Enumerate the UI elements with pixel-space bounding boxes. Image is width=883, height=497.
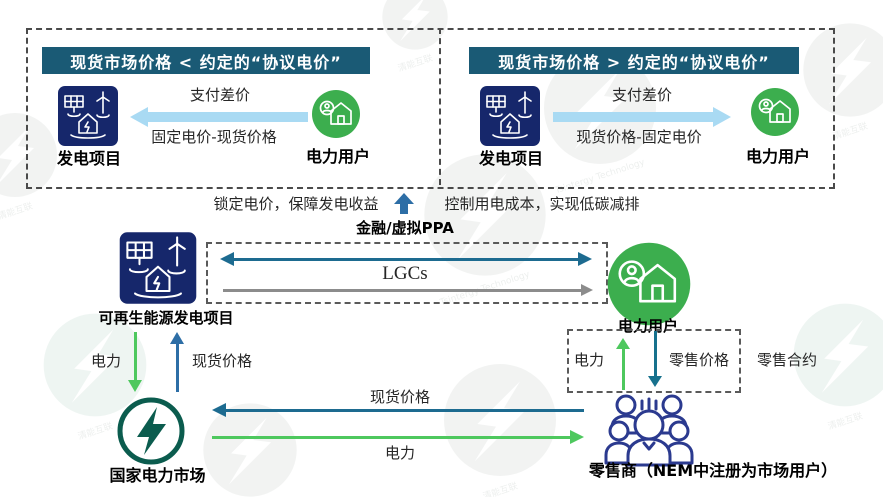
power-right-arrow	[212, 430, 584, 444]
lgcs-label: LGCs	[382, 263, 428, 284]
power-user-icon	[751, 88, 799, 136]
generator-label: 发电项目	[56, 149, 121, 168]
power-bottom-label: 电力	[384, 444, 415, 462]
spot-price-up-arrow	[170, 332, 184, 392]
retail-power-label: 电力	[573, 351, 604, 369]
spot-price-label: 现货价格	[191, 352, 252, 370]
retail-price-label: 零售价格	[668, 351, 729, 369]
scenario-right-header: 现货市场价格 > 约定的“协议电价”	[469, 47, 799, 74]
benefit-generator-label: 锁定电价，保障发电收益	[213, 195, 379, 213]
watermark-text: 清能互联	[481, 481, 520, 497]
user-label: 电力用户	[305, 147, 370, 166]
watermark-logo-icon	[444, 364, 556, 476]
power-label: 电力	[90, 352, 121, 370]
ppa-contract-box	[206, 242, 608, 304]
market-label: 国家电力市场	[109, 466, 206, 485]
pay-diff-label: 支付差价	[611, 86, 672, 104]
retailer-group-icon	[604, 394, 694, 467]
generation-project-icon	[58, 86, 118, 146]
benefit-user-label: 控制用电成本，实现低碳减排	[444, 195, 640, 213]
pay-diff-arrow-right	[553, 107, 731, 127]
electricity-market-icon	[117, 397, 185, 465]
ppa-double-arrow	[220, 252, 592, 266]
generation-project-icon	[480, 86, 540, 146]
power-down-arrow	[128, 332, 142, 392]
renewable-project-label: 可再生能源发电项目	[98, 309, 234, 327]
watermark-text: 清能互联	[826, 411, 865, 433]
renewable-project-icon	[119, 232, 197, 304]
spot-price-bottom-label: 现货价格	[369, 388, 430, 406]
retailer-label: 零售商（NEM中注册为市场用户）	[588, 461, 838, 480]
pay-diff-label: 支付差价	[189, 86, 250, 104]
scenario-box	[26, 28, 835, 189]
watermark-text: 清能互联	[0, 201, 35, 223]
price-formula-label: 固定电价-现货价格	[151, 128, 277, 146]
power-user-icon	[607, 242, 691, 326]
retail-power-up-arrow	[616, 338, 630, 390]
scenario-left-header: 现货市场价格 < 约定的“协议电价”	[42, 47, 370, 74]
scenario-divider	[439, 28, 441, 185]
user-label: 电力用户	[745, 147, 810, 166]
price-formula-label: 现货价格-固定电价	[576, 128, 702, 146]
watermark: 清能互联	[440, 360, 560, 497]
retail-contract-label: 零售合约	[756, 351, 817, 369]
retail-contract-box	[567, 329, 741, 393]
ppa-title: 金融/虚拟PPA	[356, 219, 454, 237]
increase-arrow-icon	[394, 193, 414, 215]
power-user-icon	[312, 90, 360, 138]
watermark-text: 清能互联	[200, 489, 299, 497]
retail-price-down-arrow	[648, 331, 662, 387]
lgcs-arrow	[223, 284, 593, 296]
spot-price-left-arrow	[212, 403, 584, 417]
generator-label: 发电项目	[478, 149, 543, 168]
pay-diff-arrow-left	[130, 107, 308, 127]
